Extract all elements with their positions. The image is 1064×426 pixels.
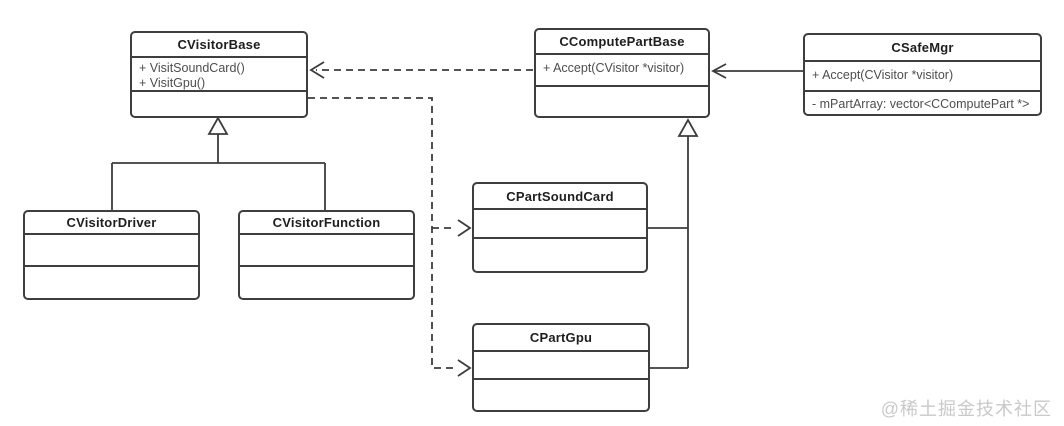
class-members: + VisitSoundCard() + VisitGpu() <box>132 56 306 90</box>
class-box-cpartsoundcard: CPartSoundCard <box>472 182 648 273</box>
class-empty-compartment <box>25 233 198 265</box>
class-empty-compartment <box>25 265 198 298</box>
class-empty-compartment <box>536 85 708 116</box>
class-title: CPartGpu <box>529 330 593 345</box>
association-arrowhead-at-computepartbase <box>711 63 727 79</box>
inheritance-connector-parts <box>648 136 689 369</box>
class-empty-compartment <box>132 90 306 116</box>
member-line: + VisitSoundCard() <box>139 61 245 75</box>
class-title: CVisitorDriver <box>66 215 157 230</box>
class-title: CComputePartBase <box>559 34 685 49</box>
class-box-cpartgpu: CPartGpu <box>472 323 650 412</box>
class-empty-compartment <box>474 237 646 271</box>
class-empty-compartment <box>474 208 646 237</box>
class-box-csafemgr: CSafeMgr + Accept(CVisitor *visitor) - m… <box>803 33 1042 116</box>
class-title: CPartSoundCard <box>506 188 614 204</box>
class-members: + Accept(CVisitor *visitor) <box>805 60 1040 90</box>
class-empty-compartment <box>474 350 648 378</box>
class-empty-compartment <box>240 265 413 298</box>
class-box-cvisitordriver: CVisitorDriver <box>23 210 200 300</box>
inheritance-triangle-at-ccomputepartbase <box>677 118 699 137</box>
class-empty-compartment <box>474 378 648 410</box>
member-line: + Accept(CVisitor *visitor) <box>543 61 685 75</box>
member-line: - mPartArray: vector<CComputePart *> <box>812 97 1030 111</box>
class-members: + Accept(CVisitor *visitor) <box>536 53 708 85</box>
class-empty-compartment <box>240 233 413 265</box>
class-box-cvisitorfunction: CVisitorFunction <box>238 210 415 300</box>
inheritance-triangle-at-cvisitorbase <box>207 116 229 135</box>
class-box-cvisitorbase: CVisitorBase + VisitSoundCard() + VisitG… <box>130 31 308 118</box>
class-title: CVisitorBase <box>177 37 261 52</box>
class-title: CSafeMgr <box>891 40 954 55</box>
watermark-text: @稀土掘金技术社区 <box>880 399 1052 419</box>
class-title: CVisitorFunction <box>272 215 381 230</box>
class-box-ccomputepartbase: CComputePartBase + Accept(CVisitor *visi… <box>534 28 710 118</box>
dependency-arrowhead-at-cpartgpu <box>457 359 472 377</box>
class-attributes: - mPartArray: vector<CComputePart *> <box>805 90 1040 114</box>
member-line: + Accept(CVisitor *visitor) <box>812 68 954 82</box>
dependency-arrowhead-at-cpartsoundcard <box>457 219 472 237</box>
dependency-line-visitorbase-to-parts <box>308 97 456 369</box>
inheritance-connector-visitors <box>111 134 326 210</box>
member-line: + VisitGpu() <box>139 76 206 90</box>
dependency-arrowhead-at-visitorbase <box>309 61 325 79</box>
